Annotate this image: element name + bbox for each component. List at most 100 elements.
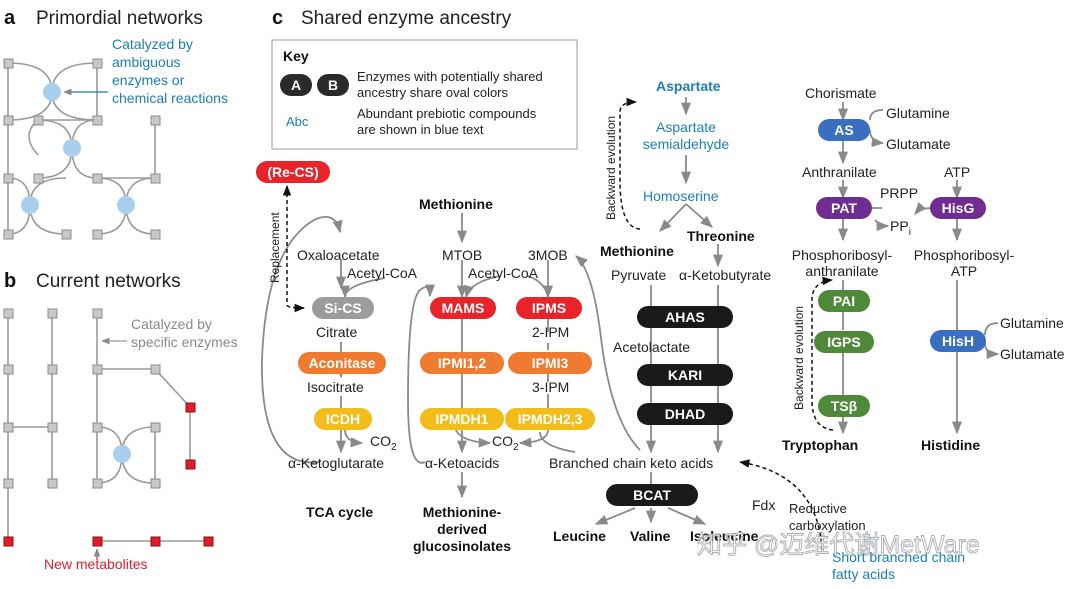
svg-text:3-IPM: 3-IPM bbox=[532, 379, 569, 395]
svg-text:Methionine: Methionine bbox=[419, 196, 493, 212]
svg-text:Pyruvate: Pyruvate bbox=[611, 267, 666, 283]
svg-text:Aconitase: Aconitase bbox=[309, 355, 376, 371]
svg-text:Anthranilate: Anthranilate bbox=[802, 164, 877, 180]
svg-text:ICDH: ICDH bbox=[326, 411, 360, 427]
enzyme-si-cs bbox=[312, 297, 374, 319]
svg-text:ambiguous: ambiguous bbox=[112, 54, 181, 70]
svg-text:DHAD: DHAD bbox=[665, 406, 705, 422]
panel-a-annotation: Catalyzed by ambiguous enzymes or chemic… bbox=[112, 36, 228, 106]
svg-text:HisG: HisG bbox=[942, 200, 975, 216]
backward-evolution-label-2: Backward evolution bbox=[792, 306, 806, 410]
enzyme-bcat bbox=[606, 484, 698, 506]
svg-text:derived: derived bbox=[437, 521, 487, 537]
svg-text:chemical reactions: chemical reactions bbox=[112, 90, 228, 106]
panel-a-letter: a bbox=[4, 7, 16, 29]
enzyme-as bbox=[818, 119, 870, 141]
enzyme-hisg bbox=[930, 197, 986, 219]
panel-a-title: Primordial networks bbox=[36, 8, 203, 29]
svg-text:semialdehyde: semialdehyde bbox=[643, 136, 730, 152]
svg-text:Histidine: Histidine bbox=[921, 437, 980, 453]
svg-text:IPMDH1: IPMDH1 bbox=[436, 411, 489, 427]
current-network-nodes bbox=[3, 308, 161, 489]
svg-text:Glutamate: Glutamate bbox=[1000, 346, 1065, 362]
svg-text:Oxaloacetate: Oxaloacetate bbox=[297, 247, 380, 263]
svg-text:PAI: PAI bbox=[833, 293, 855, 309]
svg-text:AS: AS bbox=[834, 122, 853, 138]
svg-text:carboxylation: carboxylation bbox=[789, 518, 866, 533]
svg-text:TSβ: TSβ bbox=[831, 398, 858, 414]
replacement-label: Replacement bbox=[268, 212, 282, 283]
svg-text:anthranilate: anthranilate bbox=[805, 263, 878, 279]
svg-text:α-Ketoacids: α-Ketoacids bbox=[425, 455, 499, 471]
key-abc: Abc bbox=[286, 114, 309, 129]
svg-text:CO2: CO2 bbox=[492, 433, 519, 453]
svg-text:(Re-CS): (Re-CS) bbox=[267, 164, 318, 180]
svg-text:Glutamate: Glutamate bbox=[886, 136, 951, 152]
enzyme-aconitase bbox=[298, 352, 386, 374]
enzyme-hish bbox=[930, 330, 986, 352]
svg-text:Branched chain keto acids: Branched chain keto acids bbox=[549, 455, 713, 471]
svg-text:glucosinolates: glucosinolates bbox=[413, 538, 511, 554]
enzyme-ipmdh1 bbox=[420, 408, 504, 430]
svg-text:Methionine-: Methionine- bbox=[423, 504, 502, 520]
panel-b-title: Current networks bbox=[36, 271, 181, 292]
panel-b-annotation-1: Catalyzed by bbox=[131, 316, 212, 332]
svg-text:ATP: ATP bbox=[944, 164, 970, 180]
key-badge-b bbox=[317, 74, 349, 96]
svg-text:Aspartate: Aspartate bbox=[656, 78, 721, 94]
svg-text:Fdx: Fdx bbox=[752, 497, 775, 513]
enzyme-pai bbox=[818, 290, 870, 312]
svg-text:Glutamine: Glutamine bbox=[1000, 315, 1064, 331]
primordial-ambiguous-nodes bbox=[21, 83, 135, 214]
svg-text:TCA cycle: TCA cycle bbox=[306, 504, 373, 520]
svg-text:Glutamine: Glutamine bbox=[886, 105, 950, 121]
enzyme-re-cs bbox=[256, 161, 330, 183]
svg-text:Si-CS: Si-CS bbox=[324, 300, 361, 316]
svg-text:Enzymes with potentially share: Enzymes with potentially shared bbox=[357, 69, 543, 84]
enzyme-igps bbox=[814, 331, 874, 353]
svg-text:IPMS: IPMS bbox=[532, 300, 566, 316]
current-ambiguous-node bbox=[113, 445, 131, 463]
svg-text:A: A bbox=[291, 77, 301, 93]
svg-text:3MOB: 3MOB bbox=[528, 247, 568, 263]
enzyme-tsb bbox=[818, 395, 870, 417]
svg-text:HisH: HisH bbox=[942, 333, 974, 349]
svg-text:PRPP: PRPP bbox=[880, 185, 918, 201]
enzyme-mams bbox=[430, 297, 496, 319]
panel-c: c Shared enzyme ancestry Key A B Enzymes… bbox=[256, 7, 1065, 582]
svg-text:AHAS: AHAS bbox=[665, 309, 705, 325]
panel-c-title: Shared enzyme ancestry bbox=[301, 8, 512, 29]
metabolite-labels: Oxaloacetate Acetyl-CoA Citrate Isocitra… bbox=[288, 78, 1065, 582]
svg-text:Catalyzed by: Catalyzed by bbox=[112, 36, 193, 52]
svg-text:Valine: Valine bbox=[630, 528, 671, 544]
key-title: Key bbox=[283, 48, 309, 64]
svg-text:Phosphoribosyl-: Phosphoribosyl- bbox=[914, 247, 1015, 263]
svg-text:Methionine: Methionine bbox=[600, 243, 674, 259]
svg-text:Acetyl-CoA: Acetyl-CoA bbox=[468, 265, 539, 281]
svg-text:BCAT: BCAT bbox=[633, 487, 671, 503]
enzyme-ahas bbox=[637, 306, 733, 328]
panel-b-annotation-2: specific enzymes bbox=[131, 334, 238, 350]
svg-text:Acetyl-CoA: Acetyl-CoA bbox=[347, 265, 418, 281]
svg-text:IGPS: IGPS bbox=[827, 334, 860, 350]
enzyme-dhad bbox=[637, 403, 733, 425]
new-metabolite-nodes bbox=[3, 402, 214, 547]
panel-b: b Current networks bbox=[3, 270, 238, 572]
svg-text:Threonine: Threonine bbox=[687, 228, 755, 244]
svg-text:PPi: PPi bbox=[890, 218, 911, 238]
dashed-arrows bbox=[282, 97, 834, 551]
svg-text:Phosphoribosyl-: Phosphoribosyl- bbox=[792, 247, 893, 263]
watermark: 知乎 @迈维代谢MetWare bbox=[697, 531, 980, 559]
enzyme-ipms bbox=[516, 297, 582, 319]
enzyme-pat bbox=[816, 197, 872, 219]
pathway-arrows bbox=[261, 97, 1000, 525]
svg-text:α-Ketoglutarate: α-Ketoglutarate bbox=[288, 455, 384, 471]
panel-c-letter: c bbox=[272, 7, 283, 29]
svg-text:B: B bbox=[328, 77, 338, 93]
svg-text:Acetolactate: Acetolactate bbox=[613, 339, 690, 355]
svg-text:Abundant prebiotic compounds: Abundant prebiotic compounds bbox=[357, 106, 537, 121]
new-metabolites-label: New metabolites bbox=[44, 556, 148, 572]
svg-text:MTOB: MTOB bbox=[442, 247, 482, 263]
svg-text:Chorismate: Chorismate bbox=[805, 85, 877, 101]
enzyme-kari bbox=[637, 364, 733, 386]
